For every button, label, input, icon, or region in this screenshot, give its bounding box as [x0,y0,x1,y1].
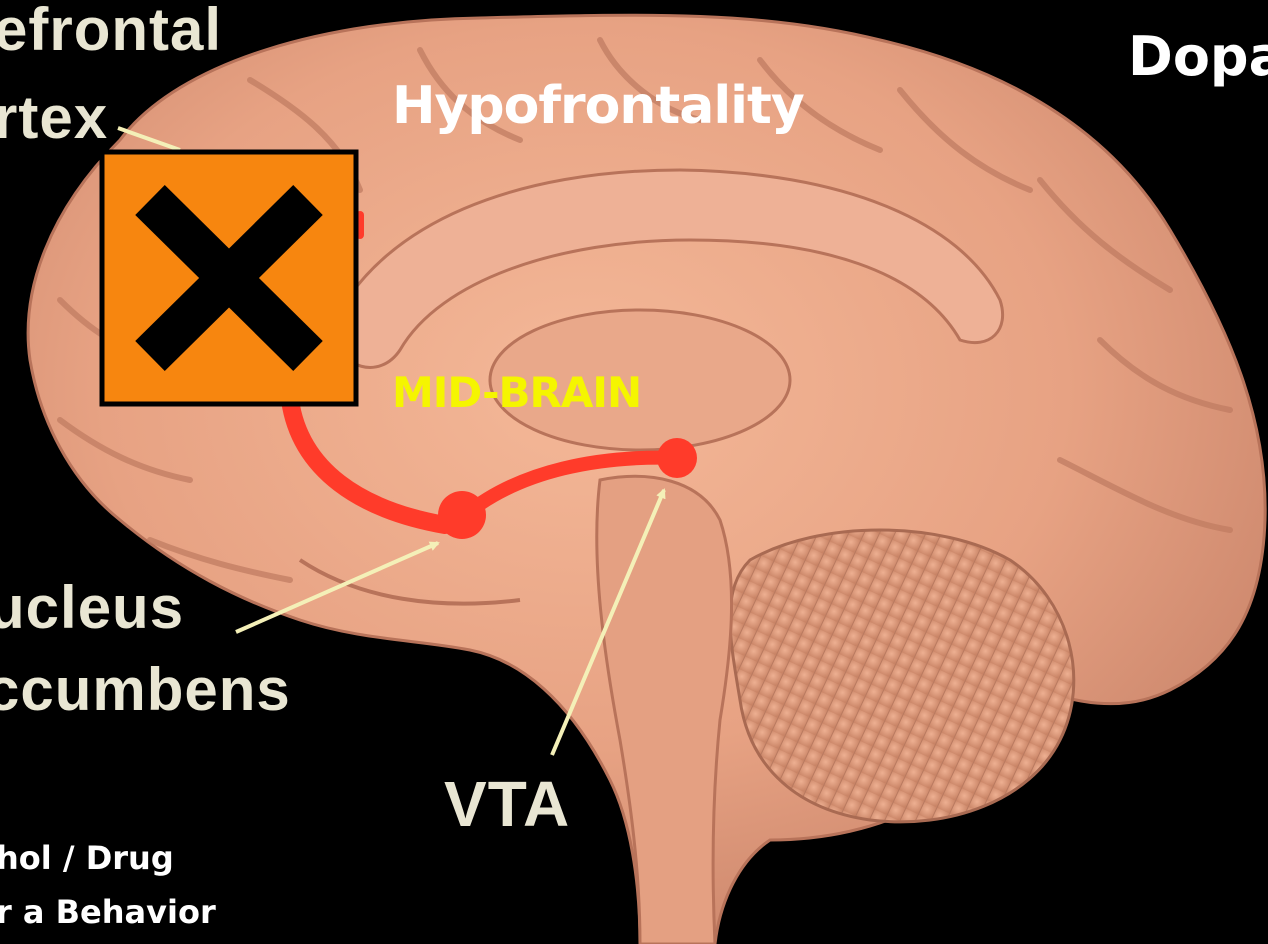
prefrontal-label-line1: efrontal [0,0,222,60]
cerebellum [730,530,1074,822]
brain-stem [597,476,732,944]
vta-node [657,438,697,478]
bottom-caption-line1: hol / Drug [0,842,174,874]
prefrontal-label-line2: rtex [0,88,108,148]
nucleus-accumbens-node [438,491,486,539]
nucleus-accumbens-label-line1: ucleus [0,578,184,638]
hypofrontality-label: Hypofrontality [392,80,804,132]
nucleus-accumbens-label-line2: ccumbens [0,660,291,720]
midbrain-label: MID-BRAIN [392,372,641,414]
bottom-caption-line2: r a Behavior [0,896,216,928]
vta-label: VTA [444,772,570,836]
slide-title: Dopa [1128,30,1268,84]
irritant-x-icon [102,152,356,404]
